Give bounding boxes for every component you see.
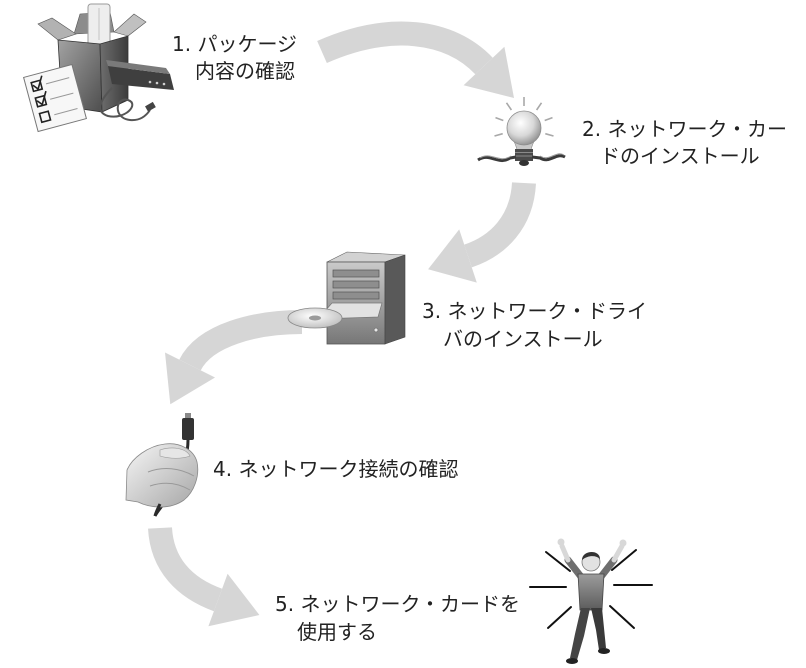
person-shoe <box>598 648 610 654</box>
checklist <box>22 63 88 133</box>
step-1-label-line-1: 1. パッケージ <box>172 32 298 56</box>
flow-arrow-4-to-5 <box>148 526 260 627</box>
step-1-label-line-2: 内容の確認 <box>195 59 295 83</box>
person-left-leg <box>570 608 590 660</box>
step-2-label-line-2: ドのインストール <box>600 144 760 168</box>
lightbulb-icon <box>477 97 566 166</box>
step-5-label-line-2: 使用する <box>297 620 377 644</box>
drive-bay <box>332 280 380 289</box>
cable-plug <box>182 418 194 440</box>
computer-cd-drive-icon <box>287 251 406 345</box>
step-4-label-line-1: 4. ネットワーク接続の確認 <box>213 457 459 481</box>
flow-arrow-1-to-2 <box>317 21 514 98</box>
checkbox <box>30 79 44 93</box>
plug-tip <box>185 413 191 419</box>
person-right-leg <box>591 608 606 650</box>
power-light <box>373 327 379 333</box>
package-contents-icon <box>22 3 174 133</box>
network-cable-end <box>153 503 162 517</box>
burst-rays <box>529 549 653 629</box>
step-2-label-line-1: 2. ネットワーク・カー <box>582 117 788 141</box>
person-hair <box>582 551 600 560</box>
check-mark <box>32 75 43 91</box>
step-3-label-line-1: 3. ネットワーク・ドライ <box>422 299 648 323</box>
step-5-label-line-1: 5. ネットワーク・カードを <box>275 592 521 616</box>
bulb-glass <box>506 110 542 146</box>
hand-holding-cable-icon <box>125 413 199 517</box>
network-device <box>106 60 174 90</box>
jumping-person-icon <box>529 538 653 664</box>
step-3-label-line-2: バのインストール <box>443 327 603 351</box>
drive-bay <box>332 269 380 278</box>
flow-arrow-2-to-3 <box>428 181 536 283</box>
checkbox <box>38 110 52 124</box>
light-rays <box>494 97 554 137</box>
tower-side <box>384 254 406 345</box>
finger-creases <box>147 468 195 491</box>
thumb <box>159 447 191 459</box>
box-left-flap <box>37 17 77 41</box>
cable-plug <box>145 101 156 112</box>
person-torso <box>577 573 605 611</box>
box-right-flap <box>113 13 147 37</box>
fist <box>125 443 199 508</box>
flow-arrow-3-to-4 <box>165 310 303 405</box>
checkbox <box>34 94 48 108</box>
person-shoe <box>566 658 578 664</box>
bulb-socket <box>515 149 533 161</box>
bulb-wires <box>477 153 566 163</box>
drive-bay <box>332 291 380 300</box>
coiled-cable <box>99 87 156 122</box>
check-mark <box>36 90 47 106</box>
